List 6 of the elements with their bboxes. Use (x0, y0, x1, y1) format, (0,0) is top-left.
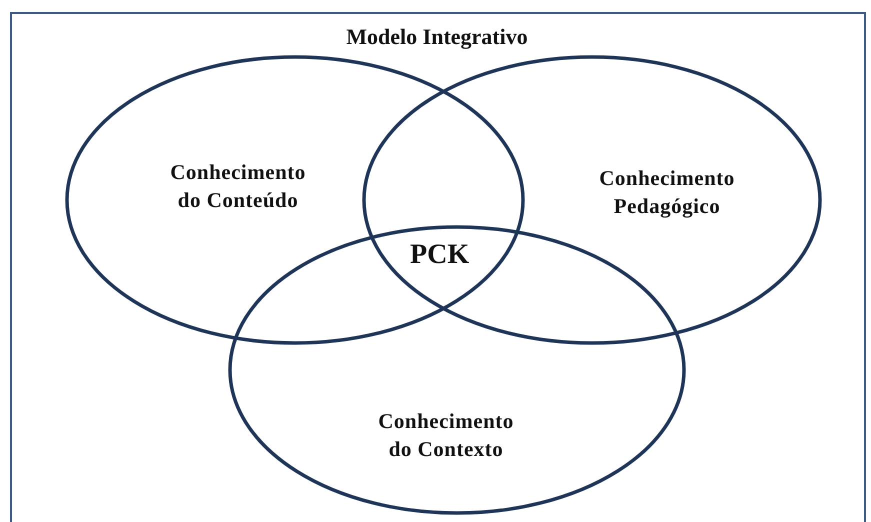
diagram-frame (10, 12, 866, 522)
intersection-label: PCK (410, 239, 470, 271)
circle-label: Conhecimento do Contexto (377, 408, 515, 463)
frame-heading: Modelo Integrativo (345, 24, 529, 50)
circle-label: Conhecimento do Conteúdo (169, 159, 307, 214)
circle-label: Conhecimento Pedagógico (598, 165, 736, 220)
